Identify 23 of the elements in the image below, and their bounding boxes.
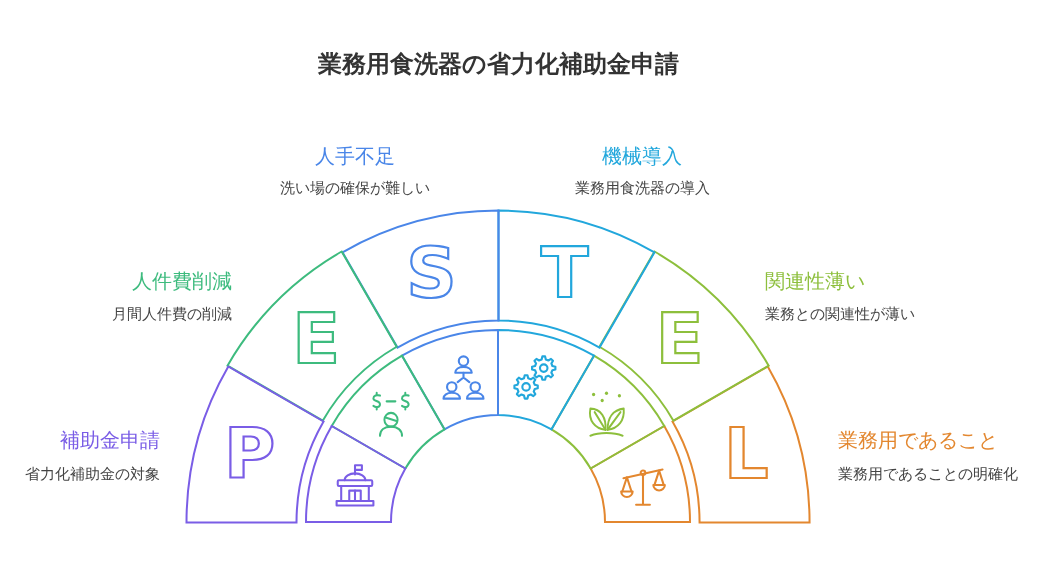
segment-heading: 業務用であること [838, 428, 998, 452]
segment-description: 業務との関連性が薄い [765, 305, 915, 323]
segment-heading: 機械導入 [602, 144, 682, 168]
segment-description: 省力化補助金の対象 [25, 465, 160, 483]
letter: S [406, 237, 457, 308]
letter: L [723, 419, 769, 490]
segment-description: 業務用であることの明確化 [838, 465, 1018, 483]
segment-heading: 補助金申請 [60, 428, 160, 452]
letter: E [292, 303, 341, 374]
segment [340, 208, 500, 349]
segment-description: 月間人件費の削減 [112, 305, 232, 323]
segment-description: 業務用食洗器の導入 [574, 179, 710, 197]
segment [496, 208, 656, 349]
segment-description: 洗い場の確保が難しい [280, 179, 430, 197]
segment-heading: 人件費削減 [132, 269, 232, 293]
segment-heading: 人手不足 [315, 144, 395, 168]
title: 業務用食洗器の省力化補助金申請 [317, 49, 679, 79]
segment [671, 364, 812, 524]
letter: E [655, 303, 704, 374]
letter: P [224, 419, 276, 490]
segment [184, 364, 325, 524]
letter: T [540, 237, 589, 308]
segment-heading: 関連性薄い [765, 269, 865, 293]
